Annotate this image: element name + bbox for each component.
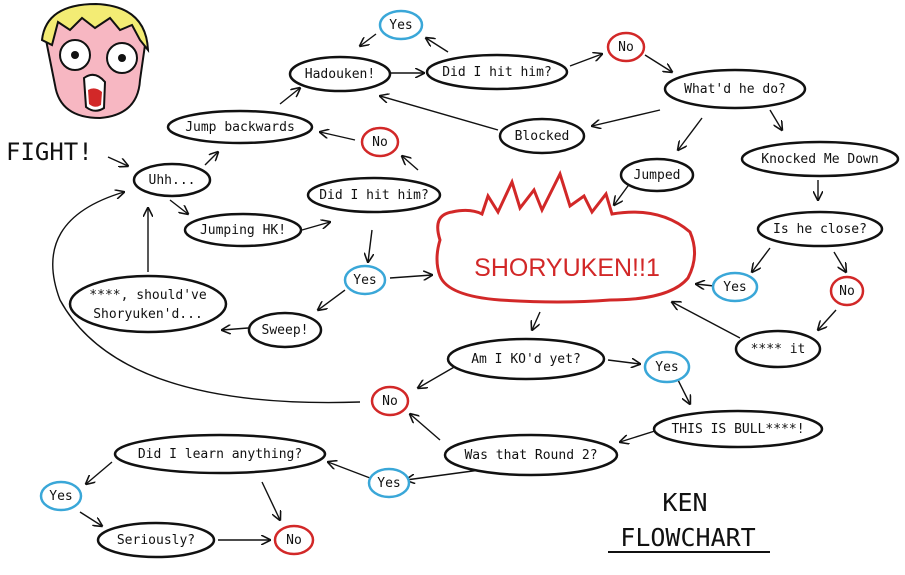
node-no-close-label: No: [839, 284, 855, 299]
node-shouldve-line2: Shoryuken'd...: [93, 307, 203, 322]
node-jumping-hk-label: Jumping HK!: [200, 223, 286, 238]
node-hadouken-label: Hadouken!: [305, 67, 375, 82]
node-yes-mid-label: Yes: [353, 273, 376, 288]
node-is-he-close-label: Is he close?: [773, 222, 867, 237]
node-yes-round2-label: Yes: [377, 476, 400, 491]
node-whatd-he-do: What'd he do?: [663, 68, 807, 110]
node-this-is-bull-label: THIS IS BULL****!: [671, 422, 804, 437]
node-is-he-close: Is he close?: [756, 210, 884, 248]
node-was-that-round-2-label: Was that Round 2?: [464, 448, 597, 463]
node-am-i-kod-label: Am I KO'd yet?: [471, 352, 581, 367]
node-did-i-hit-him-top-label: Did I hit him?: [442, 65, 552, 80]
node-yes-round2: Yes: [367, 467, 411, 499]
node-yes-mid: Yes: [343, 264, 387, 296]
node-no-mid: No: [360, 126, 400, 158]
node-jump-backwards-label: Jump backwards: [185, 120, 295, 135]
node-whatd-he-do-label: What'd he do?: [684, 82, 786, 97]
node-jump-backwards: Jump backwards: [166, 109, 314, 145]
node-damn-it-label: **** it: [751, 342, 806, 357]
node-did-i-hit-him-mid-label: Did I hit him?: [319, 188, 429, 203]
node-did-i-learn-anything-label: Did I learn anything?: [138, 447, 302, 462]
node-uhh-label: Uhh...: [149, 173, 196, 188]
node-am-i-kod: Am I KO'd yet?: [446, 337, 606, 381]
node-damn-it: **** it: [734, 329, 822, 369]
node-knocked-me-down-label: Knocked Me Down: [761, 152, 878, 167]
node-did-i-learn-anything: Did I learn anything?: [113, 433, 327, 475]
title-line-2: FLOWCHART: [620, 523, 755, 552]
node-sweep: Sweep!: [247, 311, 323, 349]
node-this-is-bull: THIS IS BULL****!: [652, 409, 824, 449]
node-seriously-label: Seriously?: [117, 533, 195, 548]
node-shouldve: ****, should've Shoryuken'd...: [68, 274, 228, 334]
node-shouldve-line1: ****, should've: [89, 288, 207, 303]
node-did-i-hit-him-mid: Did I hit him?: [306, 176, 442, 214]
node-yes-top-label: Yes: [389, 18, 412, 33]
node-was-that-round-2: Was that Round 2?: [443, 433, 619, 477]
node-yes-top: Yes: [378, 9, 424, 41]
fight-label: FIGHT!: [6, 138, 93, 166]
node-blocked-label: Blocked: [515, 129, 570, 144]
node-no-top: No: [606, 31, 646, 63]
node-yes-learn-label: Yes: [49, 489, 72, 504]
ken-face-illustration: [40, 2, 150, 120]
node-sweep-label: Sweep!: [262, 323, 309, 338]
node-yes-kod-label: Yes: [655, 360, 678, 375]
node-no-kod: No: [370, 385, 410, 417]
node-jumped: Jumped: [619, 157, 695, 193]
node-no-kod-label: No: [382, 394, 398, 409]
node-shoryuken: SHORYUKEN!!1: [435, 170, 696, 304]
node-yes-learn: Yes: [39, 480, 83, 512]
node-seriously: Seriously?: [96, 521, 216, 559]
node-knocked-me-down: Knocked Me Down: [740, 140, 900, 178]
node-no-top-label: No: [618, 40, 634, 55]
node-no-final: No: [273, 524, 315, 556]
node-yes-close-label: Yes: [723, 280, 746, 295]
node-uhh: Uhh...: [132, 162, 212, 198]
node-yes-close: Yes: [711, 271, 759, 303]
title-line-1: KEN: [662, 488, 707, 517]
node-hadouken: Hadouken!: [288, 55, 392, 93]
node-jumping-hk: Jumping HK!: [183, 212, 303, 248]
node-jumped-label: Jumped: [634, 168, 681, 183]
node-blocked: Blocked: [498, 117, 586, 155]
connector-arrows: [52, 33, 846, 540]
node-no-mid-label: No: [372, 135, 388, 150]
node-no-final-label: No: [286, 533, 302, 548]
node-yes-kod: Yes: [643, 350, 691, 384]
node-no-close: No: [829, 275, 865, 307]
node-shoryuken-label: SHORYUKEN!!1: [474, 254, 660, 282]
node-did-i-hit-him-top: Did I hit him?: [425, 53, 569, 91]
